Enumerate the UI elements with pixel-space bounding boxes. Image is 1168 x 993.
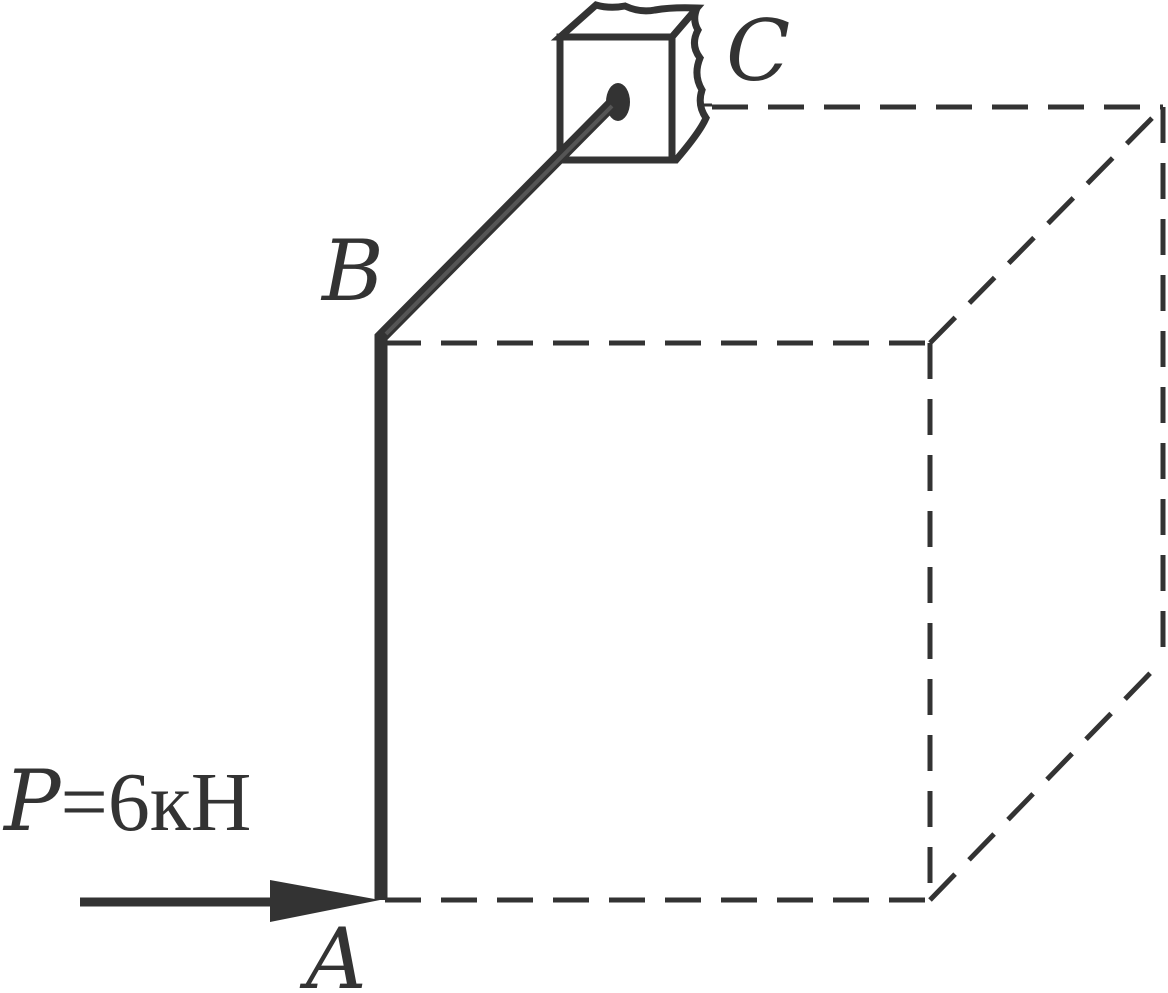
label-point-b: B xyxy=(320,222,384,320)
block-side-face xyxy=(668,5,710,164)
block-top-face xyxy=(550,1,705,41)
force-arrow-head xyxy=(270,880,380,922)
force-label: P=6кН xyxy=(2,752,251,850)
force-value: =6кН xyxy=(61,756,252,849)
rod-highlight xyxy=(384,104,614,336)
cube-outline xyxy=(385,104,1166,903)
label-point-a: A xyxy=(299,910,367,993)
force-arrow xyxy=(80,880,380,922)
cube-bottom-right-diagonal xyxy=(928,658,1165,902)
cube-top-right-diagonal xyxy=(928,105,1165,345)
label-point-c: C xyxy=(726,2,790,100)
support-block-c xyxy=(550,1,710,164)
force-symbol: P xyxy=(2,752,62,850)
bent-rod xyxy=(374,99,617,900)
